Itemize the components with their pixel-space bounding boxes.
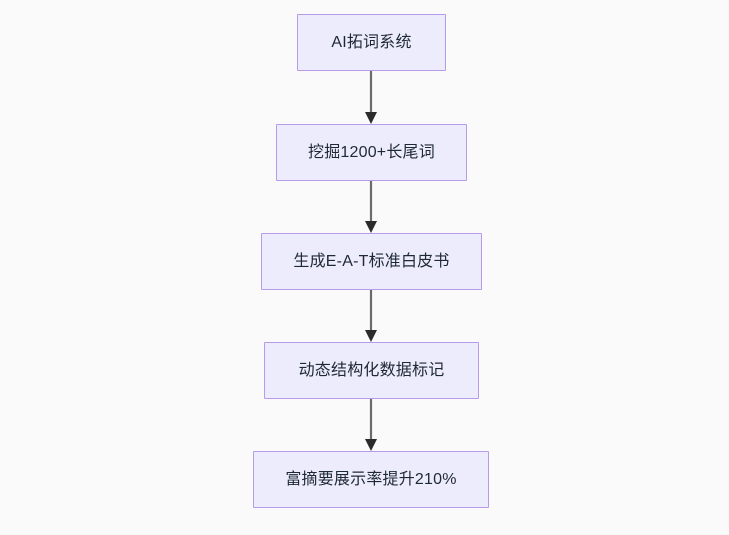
flowchart-node-eat-whitepaper[interactable]: 生成E-A-T标准白皮书 bbox=[261, 233, 482, 290]
flowchart-node-structured-data-markup[interactable]: 动态结构化数据标记 bbox=[264, 342, 479, 399]
node-label: 挖掘1200+长尾词 bbox=[308, 143, 435, 161]
flowchart-node-longtail-keywords[interactable]: 挖掘1200+长尾词 bbox=[276, 124, 467, 181]
flowchart-node-rich-snippet-result[interactable]: 富摘要展示率提升210% bbox=[253, 451, 489, 508]
edge-n2-n3 bbox=[365, 181, 377, 233]
edge-n1-n2 bbox=[365, 71, 377, 124]
node-label: 生成E-A-T标准白皮书 bbox=[293, 252, 450, 270]
node-label: 富摘要展示率提升210% bbox=[285, 470, 457, 488]
flowchart-node-ai-keyword-system[interactable]: AI拓词系统 bbox=[297, 14, 446, 71]
edge-n3-n4 bbox=[365, 290, 377, 342]
node-label: 动态结构化数据标记 bbox=[298, 361, 445, 379]
edge-n4-n5 bbox=[365, 399, 377, 451]
node-label: AI拓词系统 bbox=[331, 33, 412, 51]
